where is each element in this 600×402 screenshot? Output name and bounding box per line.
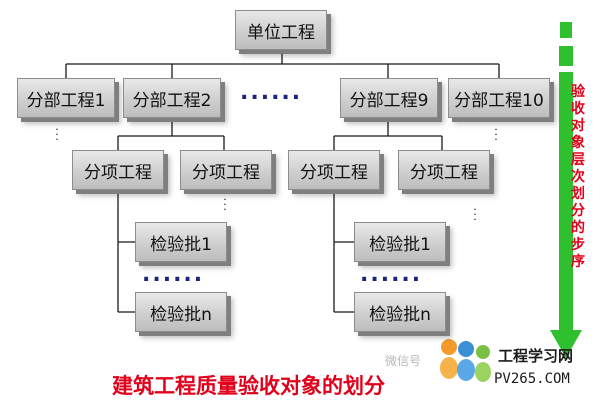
sub-unit-node: 分部工程1 <box>17 78 115 118</box>
item-project-node: 分项工程 <box>398 150 490 190</box>
vertical-ellipsis: ... <box>494 120 498 143</box>
item-project-node: 分项工程 <box>72 150 164 190</box>
vertical-ellipsis: ... <box>223 190 227 213</box>
item-project-node: 分项工程 <box>180 150 272 190</box>
sub-unit-node: 分部工程2 <box>123 78 221 118</box>
inspection-batch-node: 检验批n <box>354 292 446 332</box>
logo-mascots <box>440 339 491 382</box>
unit-project-node: 单位工程 <box>235 10 327 50</box>
vertical-ellipsis: ... <box>55 120 59 143</box>
site-logo-text: 工程学习网 <box>498 347 574 365</box>
sub-unit-node: 分部工程10 <box>448 78 550 118</box>
vertical-ellipsis: ... <box>473 200 477 223</box>
sub-unit-ellipsis: ...... <box>240 80 303 105</box>
batch-ellipsis: ...... <box>360 262 423 287</box>
inspection-batch-node: 检验批1 <box>354 222 446 262</box>
inspection-batch-node: 检验批1 <box>135 222 227 262</box>
inspection-batch-node: 检验批n <box>135 292 227 332</box>
green-down-arrow <box>550 22 582 358</box>
sub-unit-node: 分部工程9 <box>340 78 438 118</box>
batch-ellipsis: ...... <box>142 262 205 287</box>
wechat-watermark: 微信号 <box>385 354 422 368</box>
item-project-node: 分项工程 <box>288 150 380 190</box>
diagram-title: 建筑工程质量验收对象的划分 <box>112 374 385 398</box>
site-logo-url: PV265.COM <box>494 371 570 387</box>
step-order-label: 验收对象层次划分的步序 <box>571 84 585 270</box>
